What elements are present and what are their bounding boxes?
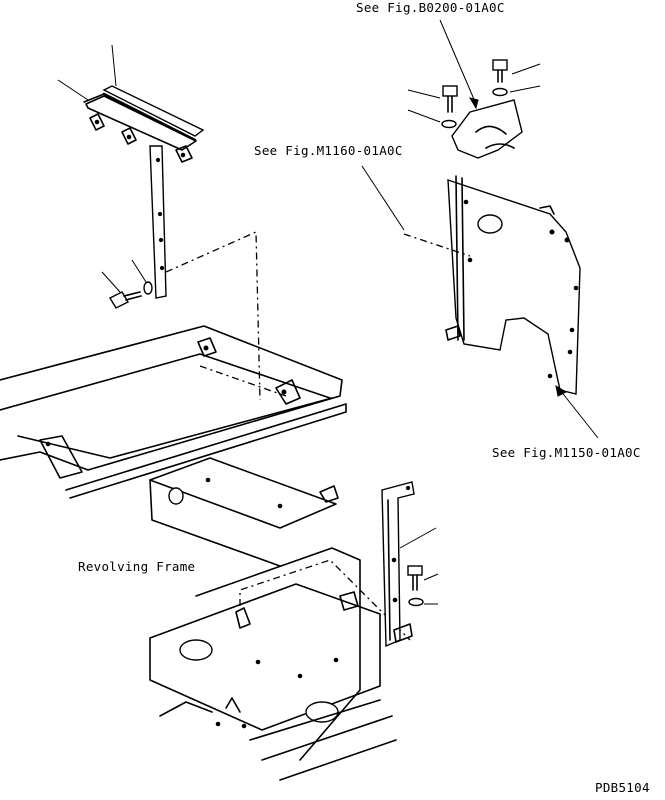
washer-icon [441,119,457,129]
revolving-frame-label: Revolving Frame [78,559,196,574]
reference-label-m1150: See Fig.M1150-01A0C [492,445,641,460]
top-left-bracket-assembly [57,44,261,401]
bolt-icon [442,85,458,113]
reference-label-m1160: See Fig.M1160-01A0C [254,143,403,158]
bolt-icon [109,291,142,309]
drawing-code: PDB5104 [595,780,650,795]
lower-frame-assembly [149,547,411,781]
revolving-frame [0,325,347,567]
reference-label-b0200: See Fig.B0200-01A0C [356,0,505,15]
washer-icon [492,87,508,97]
bolt-icon [492,59,508,83]
bolt-icon [407,565,423,591]
washer-icon [143,281,153,295]
washer-icon [408,597,424,607]
right-vertical-stay [381,481,439,648]
top-right-cover-assembly [361,19,599,439]
